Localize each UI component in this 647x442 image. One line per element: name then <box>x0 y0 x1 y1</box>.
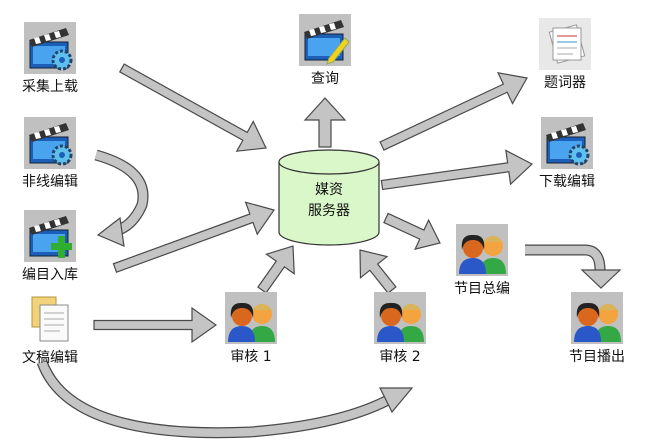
node-label: 审核 1 <box>230 349 272 365</box>
arrow-server-to-prompter <box>379 72 528 151</box>
server-line-1: 媒资 <box>315 182 343 198</box>
media-server-label: 媒资 服务器 <box>276 180 382 222</box>
arrow-catalog-to-server <box>112 201 275 273</box>
arrow-script-to-review2 <box>36 359 414 439</box>
users-icon <box>571 292 623 344</box>
node-prompter: 题词器 <box>510 18 620 92</box>
document-stack-icon <box>539 18 591 70</box>
node-label: 节目播出 <box>569 349 625 365</box>
node-label: 审核 2 <box>379 349 421 365</box>
node-broadcast: 节目播出 <box>542 292 647 366</box>
node-label: 文稿编辑 <box>22 350 78 366</box>
server-line-2: 服务器 <box>308 203 350 219</box>
node-script-edit: 文稿编辑 <box>0 293 105 367</box>
arrow-server-to-query <box>303 97 347 148</box>
document-icon <box>24 293 76 345</box>
node-review-2: 审核 2 <box>345 292 455 366</box>
node-label: 采集上载 <box>22 79 78 95</box>
media-server-cylinder <box>278 149 380 246</box>
node-label: 下载编辑 <box>539 174 595 190</box>
arrow-server-to-chief <box>383 212 441 250</box>
arrow-review2-to-server <box>359 249 397 294</box>
arrow-nonlinear-to-catalog <box>94 149 149 247</box>
node-nonlinear-edit: 非线编辑 <box>0 117 105 191</box>
arrow-capture-to-server <box>118 63 267 152</box>
node-capture: 采集上载 <box>0 22 105 96</box>
arrow-script-to-review1 <box>93 306 218 344</box>
node-query: 查询 <box>270 14 380 88</box>
users-icon <box>374 292 426 344</box>
users-icon <box>225 292 277 344</box>
clapper-gear-icon <box>24 117 76 169</box>
users-icon <box>456 224 508 276</box>
node-label: 题词器 <box>544 75 586 91</box>
arrow-server-to-download <box>380 149 534 191</box>
node-review-1: 审核 1 <box>196 292 306 366</box>
clapper-pencil-icon <box>299 14 351 66</box>
arrow-chief-to-broadcast <box>525 244 622 289</box>
arrow-review1-to-server <box>257 245 295 294</box>
node-label: 查询 <box>311 71 339 87</box>
clapper-gear-icon <box>24 22 76 74</box>
node-label: 节目总编 <box>454 281 510 297</box>
node-catalog: 编目入库 <box>0 210 105 284</box>
clapper-gear-icon <box>541 117 593 169</box>
node-chief-editor: 节目总编 <box>427 224 537 298</box>
node-label: 编目入库 <box>22 267 78 283</box>
clapper-plus-icon <box>24 210 76 262</box>
node-download-edit: 下载编辑 <box>512 117 622 191</box>
node-label: 非线编辑 <box>22 174 78 190</box>
